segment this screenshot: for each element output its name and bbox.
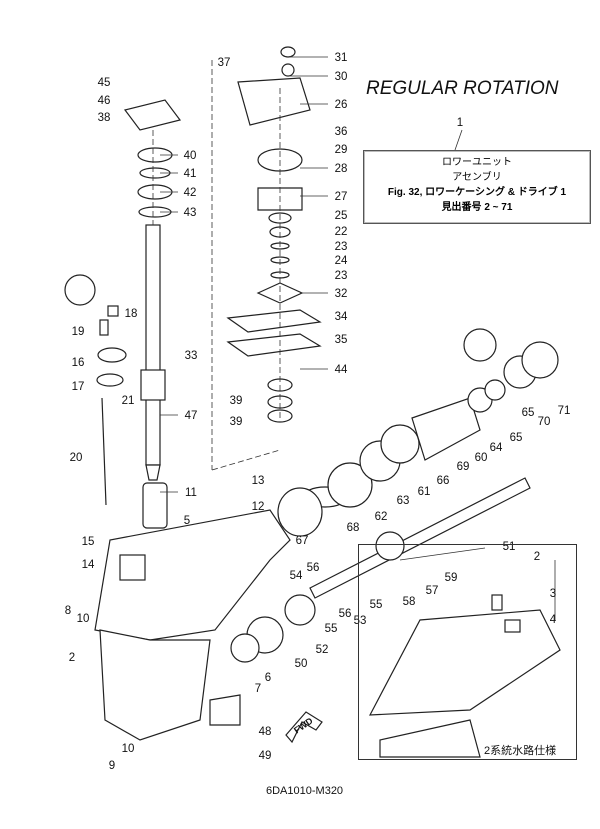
callout: 8: [65, 605, 71, 617]
callout: 52: [316, 644, 329, 656]
callout: 3: [550, 588, 556, 600]
callout: 47: [185, 410, 198, 422]
info-line-4: 見出番号 2 ~ 71: [441, 202, 513, 213]
callout: 31: [335, 52, 348, 64]
callout: 24: [335, 255, 348, 267]
callout: 28: [335, 163, 348, 175]
callout: 42: [184, 187, 197, 199]
callout: 23: [335, 241, 348, 253]
lower-casing: [94, 509, 291, 741]
callout: 41: [184, 168, 197, 180]
callout: 46: [98, 95, 111, 107]
inset-label: 2系統水路仕様: [484, 745, 557, 757]
callout: 4: [550, 614, 557, 626]
callout: 35: [335, 334, 348, 346]
callout: 13: [252, 475, 265, 487]
callout: 23: [335, 270, 348, 282]
callout: 66: [437, 475, 450, 487]
callout: 5: [184, 515, 190, 527]
callout: 11: [185, 487, 197, 499]
callout: 38: [98, 112, 111, 124]
callout: 60: [475, 452, 488, 464]
diagram-code: 6DA1010-M320: [266, 785, 344, 797]
callout: 50: [295, 658, 308, 670]
callout: 22: [335, 226, 348, 238]
callout: 45: [98, 77, 111, 89]
water-pump: [226, 46, 322, 423]
callout: 20: [70, 452, 83, 464]
callout: 29: [335, 144, 348, 156]
callout: 10: [77, 613, 90, 625]
callout: 39: [230, 416, 243, 428]
callout: 27: [335, 191, 348, 203]
callout: 63: [397, 495, 410, 507]
callout: 61: [418, 486, 431, 498]
callout: 67: [296, 535, 309, 547]
callout: 14: [82, 559, 95, 571]
callout: 70: [538, 416, 551, 428]
callout: 2: [534, 551, 540, 563]
inset-frame: [358, 544, 577, 760]
callout: 65: [522, 407, 535, 419]
callout: 17: [72, 381, 85, 393]
shaft-bearings: [123, 99, 182, 218]
callout: 37: [218, 57, 231, 69]
callout: 64: [490, 442, 503, 454]
fwd-arrow: [285, 711, 323, 744]
info-box: ロワーユニット アセンブリ Fig. 32, ロワーケーシング & ドライブ 1…: [363, 150, 591, 224]
drive-shaft: [140, 224, 166, 481]
callout: 68: [347, 522, 360, 534]
callout: 65: [510, 432, 523, 444]
callout: 48: [259, 726, 272, 738]
callout: 59: [445, 572, 458, 584]
shift-rod: [64, 274, 127, 506]
callout-numbers: 45 46 38 40 41 42 43 18 19 16 17 21 20 3…: [65, 52, 571, 772]
callout: 15: [82, 536, 95, 548]
callout: 49: [259, 750, 272, 762]
callout: 33: [185, 350, 198, 362]
callout: 69: [457, 461, 470, 473]
callout: 34: [335, 311, 348, 323]
info-line-2: アセンブリ: [452, 172, 502, 183]
info-callout: 1: [457, 117, 463, 129]
leader-lines: [152, 56, 556, 620]
callout: 55: [370, 599, 383, 611]
callout: 30: [335, 71, 348, 83]
callout: 9: [109, 760, 115, 772]
callout: 26: [335, 99, 348, 111]
callout: 32: [335, 288, 348, 300]
callout: 54: [290, 570, 303, 582]
callout: 44: [335, 364, 348, 376]
info-line-3: Fig. 32, ロワーケーシング & ドライブ 1: [387, 187, 567, 198]
callout: 55: [325, 623, 338, 635]
callout: 56: [307, 562, 320, 574]
callout: 12: [252, 501, 265, 513]
callout: 18: [125, 308, 138, 320]
callout: 53: [354, 615, 367, 627]
callout: 21: [122, 395, 135, 407]
callout: 71: [558, 405, 571, 417]
callout: 10: [122, 743, 135, 755]
callout: 7: [255, 683, 261, 695]
callout: 16: [72, 357, 85, 369]
callout: 25: [335, 210, 348, 222]
propeller-shaft: [209, 328, 559, 726]
callout: 40: [184, 150, 197, 162]
callout: 6: [265, 672, 271, 684]
callout: 39: [230, 395, 243, 407]
callout: 56: [339, 608, 352, 620]
callout: 19: [72, 326, 85, 338]
diagram-title: REGULAR ROTATION: [366, 78, 559, 99]
callout: 62: [375, 511, 388, 523]
callout: 36: [335, 126, 348, 138]
callout: 58: [403, 596, 416, 608]
callout: 2: [69, 652, 75, 664]
info-line-1: ロワーユニット: [442, 157, 512, 168]
callout: 43: [184, 207, 197, 219]
callout: 57: [426, 585, 439, 597]
inset-drawing: [368, 594, 561, 758]
